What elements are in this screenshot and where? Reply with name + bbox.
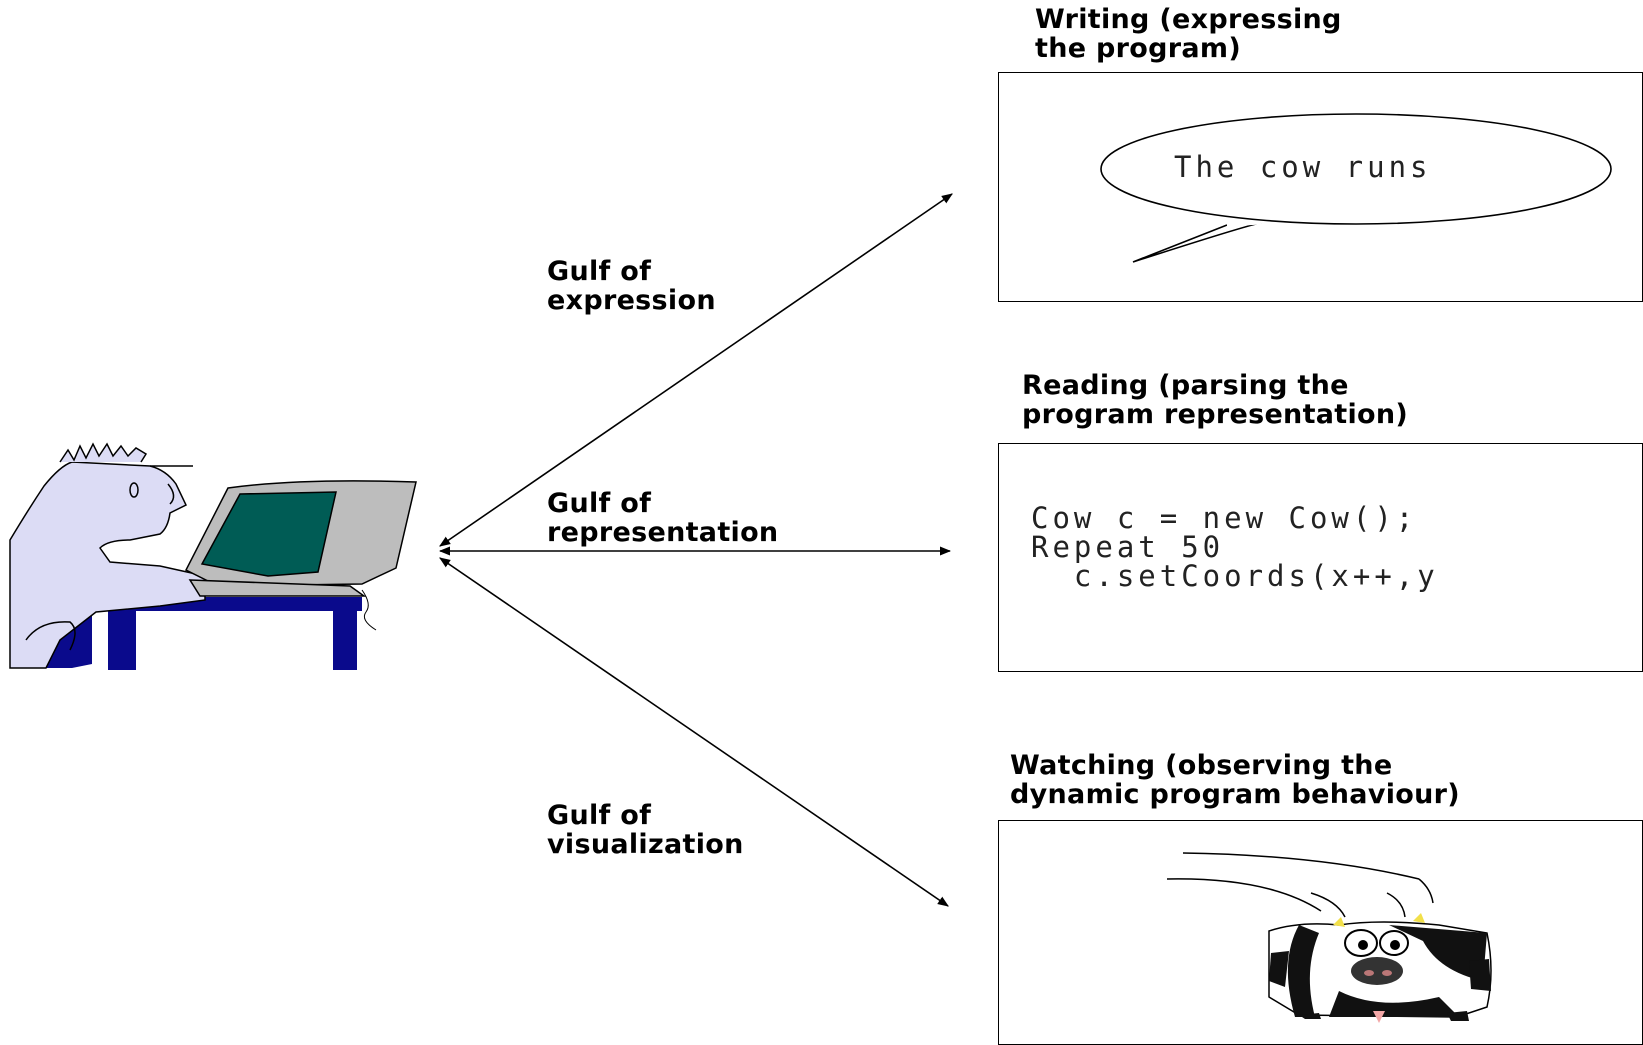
gulf-of-representation-label: Gulf of representation [547, 489, 778, 547]
speech-bubble-text: The cow runs [1174, 150, 1432, 184]
computer-monitor [184, 480, 417, 631]
gulf-expression-line1: Gulf of [547, 256, 652, 287]
reading-title-line2: program representation) [1022, 399, 1409, 430]
gulf-of-expression-arrow [439, 193, 953, 547]
person-figure [9, 442, 206, 669]
gulf-visualization-line1: Gulf of [547, 800, 652, 831]
writing-title-line1: Writing (expressing [1035, 4, 1342, 35]
writing-panel-title: Writing (expressing the program) [1035, 5, 1342, 63]
code-line-2: Repeat 50 [1031, 530, 1225, 564]
speech-bubble [1100, 113, 1612, 263]
gulf-of-visualization-arrow [439, 557, 949, 907]
reading-title-line1: Reading (parsing the [1022, 370, 1349, 401]
writing-title-line2: the program) [1035, 33, 1241, 64]
watching-title-line2: dynamic program behaviour) [1010, 779, 1460, 810]
motion-lines [1166, 852, 1434, 918]
code-line-3: c.setCoords(x++,y [1031, 559, 1439, 593]
watching-panel [998, 820, 1643, 1045]
running-cow-animation [1166, 852, 1492, 1023]
writing-panel: The cow runs [998, 72, 1643, 302]
reading-panel: Cow c = new Cow(); Repeat 50 c.setCoords… [998, 443, 1643, 672]
cow-figure [1268, 913, 1492, 1023]
gulf-representation-line2: representation [547, 517, 779, 548]
code-line-1: Cow c = new Cow(); [1031, 501, 1418, 535]
code-listing: Cow c = new Cow(); Repeat 50 c.setCoords… [1031, 504, 1439, 591]
gulf-of-expression-label: Gulf of expression [547, 257, 716, 315]
watching-panel-title: Watching (observing the dynamic program … [1010, 751, 1460, 809]
gulf-visualization-line2: visualization [547, 829, 744, 860]
watching-title-line1: Watching (observing the [1010, 750, 1393, 781]
reading-panel-title: Reading (parsing the program representat… [1022, 371, 1408, 429]
gulf-expression-line2: expression [547, 285, 716, 316]
gulf-representation-line1: Gulf of [547, 488, 652, 519]
gulf-of-visualization-label: Gulf of visualization [547, 801, 744, 859]
